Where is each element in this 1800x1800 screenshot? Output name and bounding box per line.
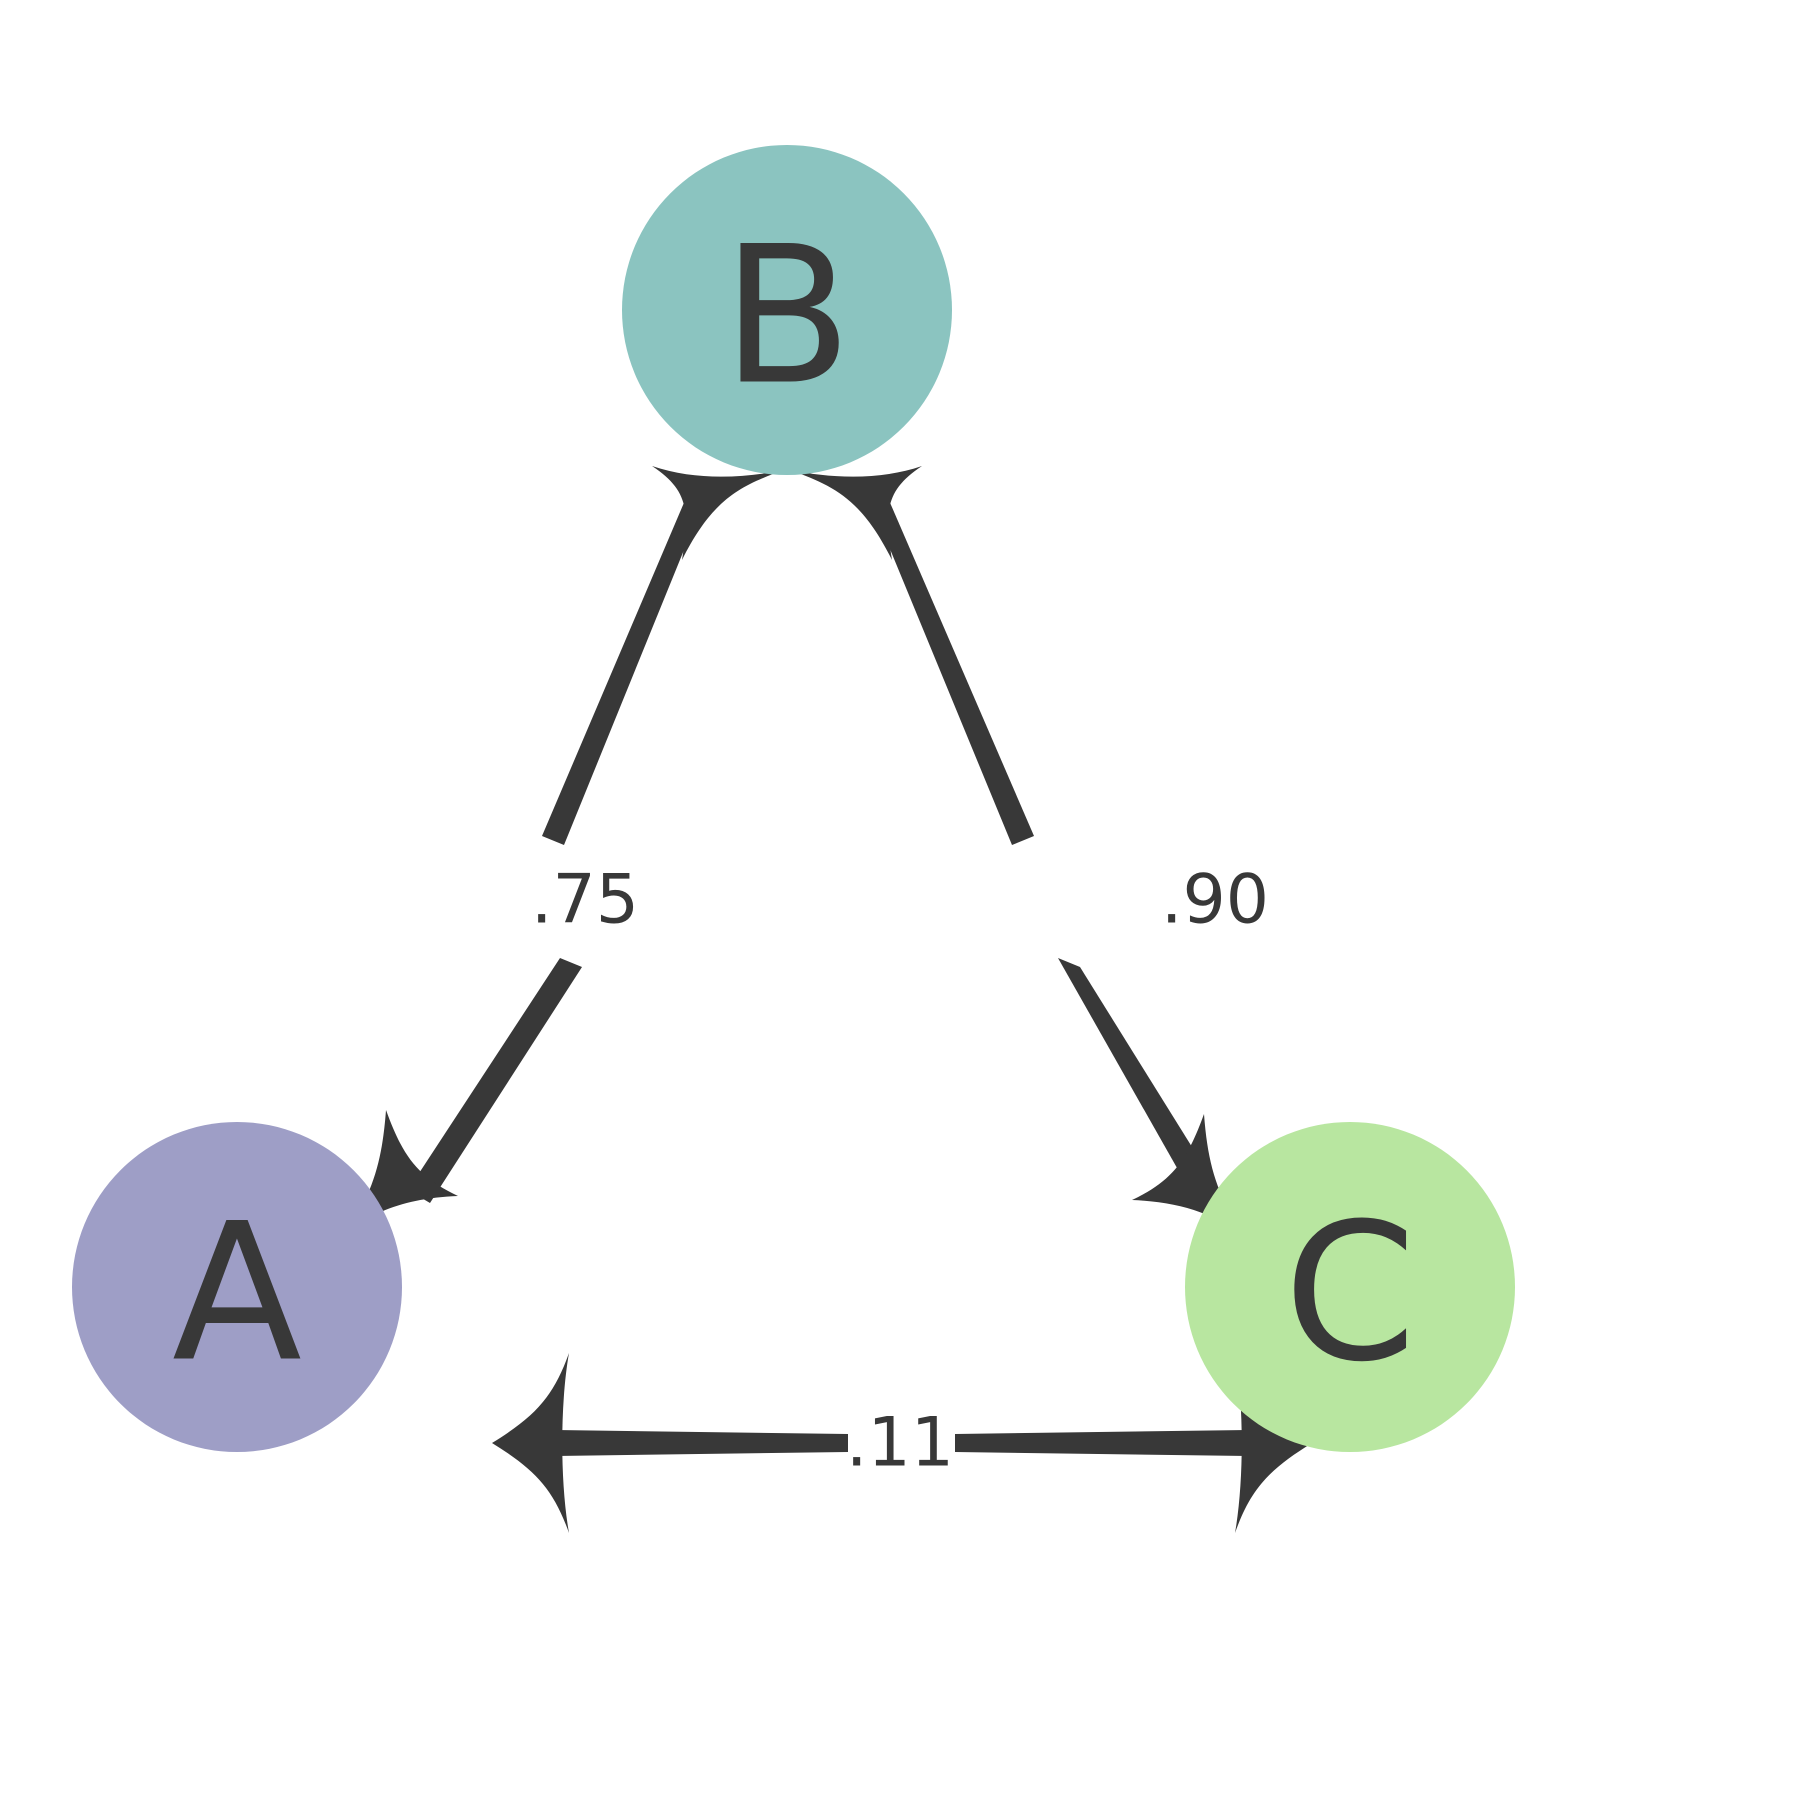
- edge-b-c-shaft-lower: [1058, 958, 1225, 1212]
- node-c-circle[interactable]: [1185, 1122, 1515, 1452]
- node-a-circle[interactable]: [72, 1122, 402, 1452]
- edge-a-c-arrowhead-at-a: [492, 1353, 569, 1533]
- edge-a-b-shaft-lower: [408, 958, 582, 1203]
- edge-label-a-c: .11: [846, 1404, 954, 1483]
- edge-a-b[interactable]: [346, 466, 784, 1234]
- edge-label-b-c: .90: [1161, 861, 1269, 940]
- edge-b-c[interactable]: [790, 466, 1245, 1238]
- edge-a-c-shaft-left: [556, 1430, 848, 1456]
- edge-b-c-arrowhead-at-b: [790, 466, 922, 560]
- edge-b-c-shaft-upper: [864, 486, 1034, 845]
- node-b-circle[interactable]: [622, 145, 952, 475]
- node-a[interactable]: A: [72, 1122, 402, 1452]
- edge-a-b-arrowhead-at-b: [652, 466, 784, 560]
- node-c[interactable]: C: [1185, 1122, 1515, 1452]
- edge-a-c-shaft-right: [955, 1430, 1248, 1456]
- nodes-layer: A B C: [72, 145, 1515, 1452]
- edge-label-a-b: .75: [531, 861, 639, 940]
- edge-labels-layer: .75 .90 .11: [531, 861, 1269, 1483]
- edges-layer: [346, 466, 1312, 1533]
- edge-a-b-shaft-upper: [542, 486, 710, 845]
- node-b[interactable]: B: [622, 145, 952, 475]
- edge-a-c[interactable]: [492, 1353, 1312, 1533]
